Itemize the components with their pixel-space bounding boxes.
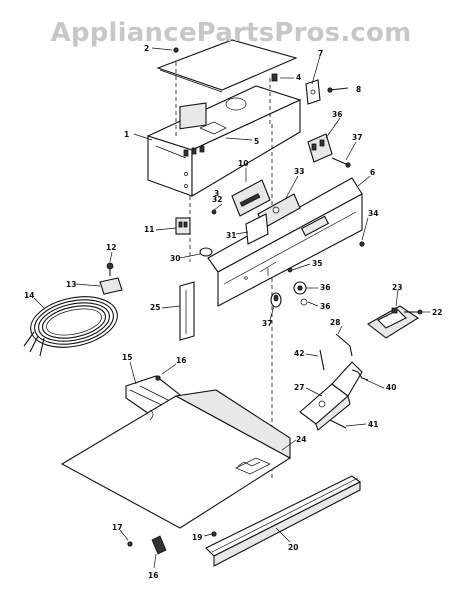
- rear-channel-rail-20: [205, 475, 362, 567]
- trim-strip-25: [179, 281, 195, 341]
- callout-37: 37: [262, 319, 272, 328]
- callout-27: 27: [294, 383, 304, 392]
- callout-1: 1: [124, 130, 129, 139]
- callout-28: 28: [330, 318, 340, 327]
- screw-4: [271, 73, 278, 82]
- screw-8: [327, 87, 349, 93]
- screw-12: [106, 262, 114, 276]
- hinge-bracket-27: [299, 361, 363, 431]
- bracket-7: [305, 79, 321, 105]
- control-panel: [207, 177, 365, 307]
- callout-40: 40: [386, 383, 396, 392]
- callout-38: 37: [352, 133, 362, 142]
- callout-15: 15: [122, 353, 132, 362]
- leader-lines: [33, 47, 430, 569]
- callout-35: 36: [320, 283, 330, 292]
- callout-36-lower: 36: [320, 302, 330, 311]
- screw-2: [173, 47, 179, 53]
- callout-13: 13: [66, 280, 76, 289]
- callout-22: 22: [432, 308, 442, 317]
- callout-41: 41: [368, 420, 378, 429]
- callout-33: 34: [368, 209, 378, 218]
- callout-36-upper: 36: [332, 110, 342, 119]
- callout-19: 19: [192, 533, 202, 542]
- clip-16-lower: [151, 535, 167, 555]
- spring-40: [351, 369, 369, 381]
- callout-12: 12: [106, 243, 116, 252]
- bracket-23: [367, 305, 420, 339]
- callout-29: 30: [170, 254, 180, 263]
- callout-6: 6: [370, 168, 375, 177]
- screw-19: [211, 531, 217, 537]
- callout-20: 20: [288, 543, 298, 552]
- knob-37: [270, 292, 282, 308]
- screw-34: [287, 267, 293, 273]
- connector-11: [175, 217, 191, 235]
- screw-41: [329, 419, 347, 429]
- callout-17: 17: [112, 523, 122, 532]
- callout-42: 42: [294, 349, 304, 358]
- callout-2: 2: [144, 44, 149, 53]
- board-30: [245, 213, 269, 245]
- callout-8: 8: [356, 85, 361, 94]
- callout-26: 25: [150, 303, 160, 312]
- top-cover-panel: [156, 39, 298, 93]
- callout-7: 7: [318, 49, 323, 58]
- callout-14: 14: [24, 291, 34, 300]
- callout-30: 31: [226, 231, 236, 240]
- callout-32: 33: [294, 167, 304, 176]
- control-housing-box: [146, 85, 302, 197]
- callout-labels: 2 1 3 4 5 7 8 36 37 6 10 33 32 11 31 34 …: [24, 44, 442, 580]
- screw-17: [127, 541, 133, 547]
- switch-36-upper: [307, 133, 333, 163]
- screw-31: [211, 209, 217, 215]
- knob-35: [293, 281, 307, 295]
- callout-31: 32: [212, 195, 222, 204]
- callout-23: 23: [392, 283, 402, 292]
- callout-11: 11: [144, 225, 154, 234]
- clip-29: [199, 247, 213, 257]
- clamp-13: [99, 277, 123, 295]
- rod-28: [335, 333, 353, 357]
- callout-4: 4: [296, 73, 301, 82]
- bottom-plate-24: [60, 389, 292, 529]
- screw-38: [331, 157, 351, 168]
- washer-36: [300, 298, 308, 306]
- clock-timer-module: [231, 179, 271, 217]
- pin-42: [319, 349, 325, 371]
- callout-5: 5: [254, 137, 259, 146]
- wire-harness-coil: [23, 296, 118, 357]
- callout-3: 3: [214, 189, 219, 198]
- callout-10: 10: [238, 159, 248, 168]
- screw-16-upper: [155, 375, 161, 381]
- callout-24: 24: [296, 435, 306, 444]
- callout-16-lower: 16: [148, 571, 158, 580]
- callout-16-upper: 16: [176, 356, 186, 365]
- callout-34: 35: [312, 259, 322, 268]
